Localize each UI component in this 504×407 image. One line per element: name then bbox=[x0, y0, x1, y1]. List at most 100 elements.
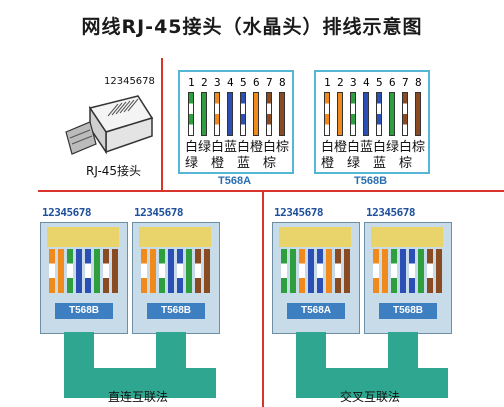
plug-wire bbox=[418, 249, 424, 293]
plug-contacts bbox=[139, 227, 211, 247]
plug-wire bbox=[335, 249, 341, 293]
wire-color-char: 棕 bbox=[263, 156, 277, 171]
plug-wire bbox=[204, 249, 210, 293]
wire-color-char: 橙 bbox=[250, 140, 264, 155]
plug-standard-label: T568B bbox=[55, 303, 113, 319]
wire-5 bbox=[376, 92, 382, 136]
plug-wire bbox=[49, 249, 55, 293]
wire-8 bbox=[279, 92, 285, 136]
cable-right-lead bbox=[388, 332, 418, 372]
plug-wire bbox=[150, 249, 156, 293]
plug-wire bbox=[186, 249, 192, 293]
plug-wire bbox=[112, 249, 118, 293]
page-title: 网线RJ-45接头（水晶头）排线示意图 bbox=[81, 16, 423, 38]
rj45-plug-icon bbox=[65, 95, 154, 155]
plug-wire bbox=[326, 249, 332, 293]
plug-wire bbox=[195, 249, 201, 293]
plug-wire bbox=[168, 249, 174, 293]
cable-left-lead bbox=[296, 332, 326, 372]
pin-number: 8 bbox=[415, 76, 422, 89]
pin-number: 5 bbox=[240, 76, 247, 89]
cable-caption: 直连互联法 bbox=[107, 390, 168, 404]
plug-wire bbox=[382, 249, 388, 293]
wire-6 bbox=[253, 92, 259, 136]
wire-color-char: 绿 bbox=[386, 140, 400, 155]
plug-pin-numbers: 12345678 bbox=[366, 206, 415, 219]
wire-2 bbox=[201, 92, 207, 136]
wire-color-char: 橙 bbox=[321, 156, 335, 171]
wire-color-char: 白 bbox=[321, 140, 335, 155]
plug-wire bbox=[344, 249, 350, 293]
wire-color-char: 白 bbox=[347, 140, 361, 155]
wire-color-char: 棕 bbox=[399, 156, 413, 171]
wire-color-char: 白 bbox=[373, 140, 387, 155]
standard-label: T568B bbox=[354, 175, 388, 187]
connector-caption: RJ-45接头 bbox=[86, 164, 142, 178]
plug-wire bbox=[436, 249, 442, 293]
wire-color-char: 蓝 bbox=[373, 156, 387, 171]
wire-color-char: 绿 bbox=[198, 140, 212, 155]
plug-wire bbox=[427, 249, 433, 293]
plug-wire bbox=[373, 249, 379, 293]
divider-horizontal bbox=[38, 190, 504, 192]
wire-color-char: 白 bbox=[211, 140, 225, 155]
rj45-connector-illustration: 12345678 RJ-45接头 bbox=[60, 68, 160, 178]
plug-body: T568B bbox=[364, 222, 452, 334]
pin-number: 3 bbox=[350, 76, 357, 89]
wire-3 bbox=[214, 92, 220, 136]
plug-wire bbox=[85, 249, 91, 293]
wire-color-char: 绿 bbox=[347, 156, 361, 171]
plug-wire bbox=[299, 249, 305, 293]
pin-number: 3 bbox=[214, 76, 221, 89]
plug-pin-numbers: 12345678 bbox=[274, 206, 323, 219]
wire-color-char: 白 bbox=[263, 140, 277, 155]
plug-wire bbox=[94, 249, 100, 293]
pin-number: 4 bbox=[227, 76, 234, 89]
pin-number: 1 bbox=[324, 76, 331, 89]
wire-4 bbox=[363, 92, 369, 136]
standard-label: T568A bbox=[218, 175, 252, 187]
plug-wire bbox=[409, 249, 415, 293]
wire-1 bbox=[324, 92, 330, 136]
pin-number: 2 bbox=[337, 76, 344, 89]
plug-wire bbox=[141, 249, 147, 293]
pin-number: 8 bbox=[279, 76, 286, 89]
cable-right-lead bbox=[156, 332, 186, 372]
plug-standard-label: T568B bbox=[379, 303, 437, 319]
plug-wire bbox=[76, 249, 82, 293]
plug-wire bbox=[317, 249, 323, 293]
connector-pin-numbers: 12345678 bbox=[104, 76, 155, 87]
plug-standard-label: T568A bbox=[287, 303, 345, 319]
divider-vertical-top bbox=[161, 58, 163, 190]
plug-contacts bbox=[47, 227, 119, 247]
plug-standard-label: T568B bbox=[147, 303, 205, 319]
plug-contacts bbox=[371, 227, 443, 247]
plug-wire bbox=[177, 249, 183, 293]
wire-color-char: 棕 bbox=[412, 140, 426, 155]
plug-body: T568B bbox=[40, 222, 128, 334]
wire-color-char: 蓝 bbox=[360, 140, 374, 155]
wire-color-char: 橙 bbox=[334, 140, 348, 155]
wire-7 bbox=[266, 92, 272, 136]
wire-6 bbox=[389, 92, 395, 136]
pin-number: 7 bbox=[402, 76, 409, 89]
plug-pin-numbers: 12345678 bbox=[134, 206, 183, 219]
wire-5 bbox=[240, 92, 246, 136]
wire-color-char: 绿 bbox=[185, 156, 199, 171]
plug-wire bbox=[400, 249, 406, 293]
wire-4 bbox=[227, 92, 233, 136]
wire-1 bbox=[188, 92, 194, 136]
wire-8 bbox=[415, 92, 421, 136]
pin-number: 6 bbox=[253, 76, 260, 89]
pin-number: 2 bbox=[201, 76, 208, 89]
wire-color-char: 白 bbox=[399, 140, 413, 155]
plug-wire bbox=[281, 249, 287, 293]
pin-number: 1 bbox=[188, 76, 195, 89]
pin-number: 4 bbox=[363, 76, 370, 89]
divider-vertical-bottom bbox=[262, 190, 264, 407]
plug-wire bbox=[391, 249, 397, 293]
plug-wire bbox=[159, 249, 165, 293]
